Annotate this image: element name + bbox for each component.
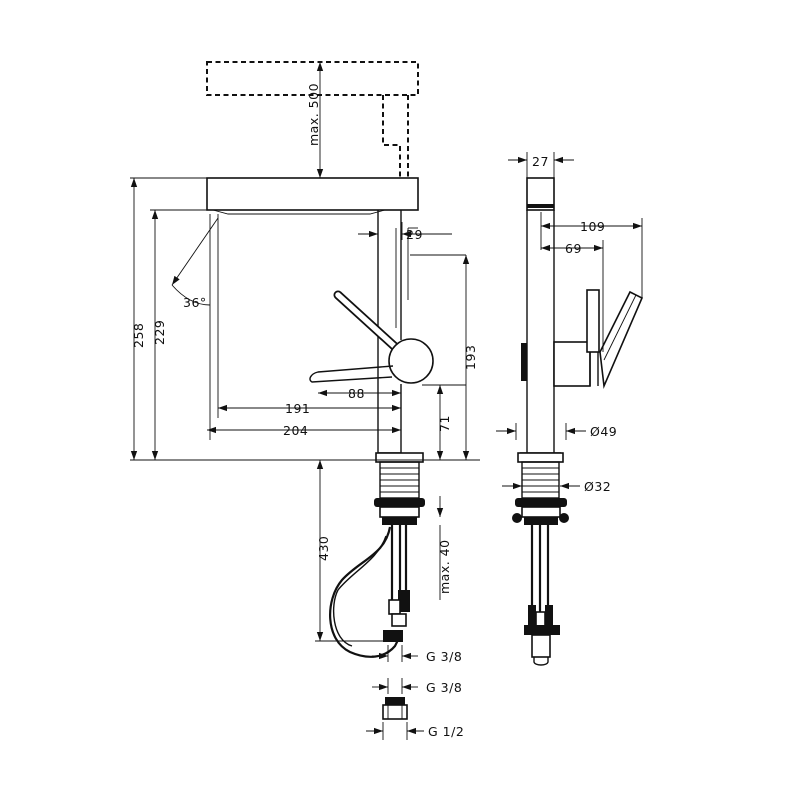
dim-line-angle	[171, 217, 219, 306]
dim-69: 69	[565, 241, 582, 256]
dim-258: 258	[131, 323, 146, 348]
dim-191: 191	[285, 401, 310, 416]
dim-88: 88	[348, 386, 365, 401]
dim-dia49: Ø49	[590, 424, 617, 439]
dim-thread-g38-a: G 3/8	[426, 649, 462, 664]
dim-line-g38-a	[372, 645, 418, 662]
dim-29: 29	[406, 227, 423, 242]
dim-430: 430	[316, 536, 331, 561]
spout-bar	[206, 177, 419, 211]
dim-204: 204	[283, 423, 308, 438]
side-body	[520, 177, 561, 454]
dim-line-g38-b	[372, 678, 418, 694]
dim-27: 27	[532, 154, 549, 169]
dim-thread-g38-b: G 3/8	[426, 680, 462, 695]
lever-handle	[309, 290, 434, 384]
side-view: 27 109 69 Ø49 Ø32	[496, 152, 644, 666]
dim-line-29	[358, 222, 452, 240]
side-extension-lines	[515, 152, 643, 440]
adapter-fitting	[382, 697, 408, 720]
extension-lines	[130, 177, 480, 642]
dim-max-500: max. 500	[306, 83, 321, 146]
dim-line-g12	[366, 722, 424, 740]
dim-109: 109	[580, 219, 605, 234]
extension-outline-dashed	[206, 61, 419, 178]
dim-dia32: Ø32	[584, 479, 611, 494]
faucet-body	[377, 210, 466, 454]
dim-angle-36: 36°	[183, 295, 207, 310]
dim-229: 229	[152, 320, 167, 345]
side-hoses	[524, 525, 560, 666]
dim-max-40: max. 40	[437, 539, 452, 594]
dim-193: 193	[463, 345, 478, 370]
supply-hoses	[329, 525, 410, 658]
side-base-fitting	[512, 452, 569, 525]
side-lever	[553, 289, 644, 390]
front-view: max. 500 258 229 36° 29 193 88 191 204 7…	[130, 61, 480, 740]
dim-71: 71	[437, 415, 452, 432]
base-fitting	[374, 452, 425, 525]
dim-thread-g12: G 1/2	[428, 724, 464, 739]
